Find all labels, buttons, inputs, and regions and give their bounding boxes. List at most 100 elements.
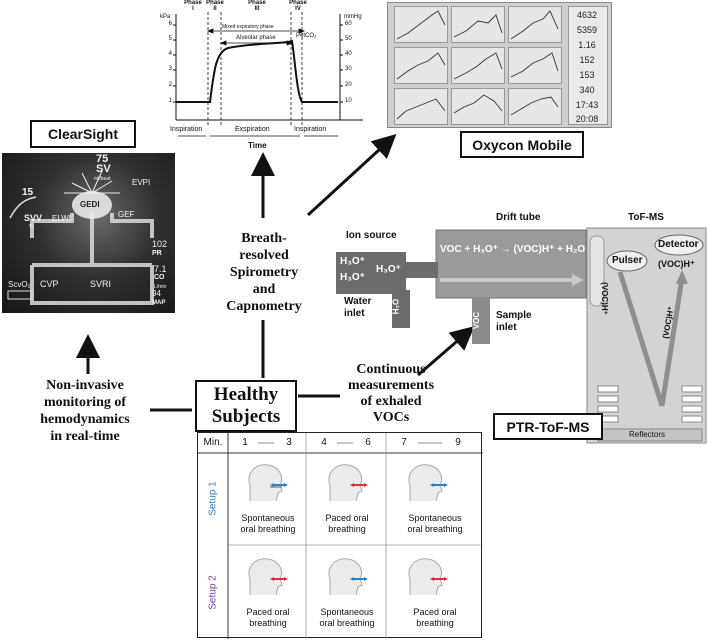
gef-label: GEF: [118, 210, 135, 219]
oxycon-value: 152: [579, 55, 595, 65]
minute-end: 3: [286, 437, 292, 448]
capnography-plot: Phase I Phase II Phase III Phase IV kPa …: [138, 0, 368, 150]
right-tick: 20: [345, 82, 352, 88]
co-value: 7.1: [154, 264, 167, 274]
oxycon-chart: [508, 88, 562, 125]
oxycon-chart: [394, 88, 448, 125]
svv-unit: %: [29, 224, 34, 230]
clearsight-monitor: 75 SV ml/beat EVPI GEDI 15 SVV % ELWI GE…: [2, 153, 175, 313]
oxycon-chart: [508, 47, 562, 84]
inspiration-label-1: Inspiration: [170, 126, 203, 133]
voch-right-label: (VOC)H⁺: [658, 259, 695, 269]
co-label: CO: [154, 274, 165, 281]
voc-inlet-label: VOC: [472, 311, 482, 330]
table-grid: [198, 433, 483, 639]
clearsight-title: ClearSight: [30, 120, 136, 148]
heart-vessels-graphic: [7, 170, 154, 305]
reaction-equation: VOC + H₃O⁺ → (VOC)H⁺ + H₂O: [440, 244, 586, 255]
pulser-label: Pulser: [612, 255, 643, 266]
left-tick: 6: [168, 21, 172, 27]
svri-label: SVRI: [90, 279, 112, 289]
evpi-label: EVPI: [132, 178, 151, 187]
head-profile-icon: [408, 464, 448, 502]
oxycon-chart: [508, 6, 562, 43]
head-profile-icon: [408, 558, 448, 596]
inspiration-label-2: Inspiration: [294, 126, 327, 133]
ptr-instrument: Ion source Drift tube ToF-MS H₃O⁺ H₃O⁺ H…: [336, 200, 708, 445]
oxycon-value: 340: [579, 85, 595, 95]
phase-label-2: Phase II: [206, 0, 224, 12]
setup-1-cell-3: Spontaneous oral breathing: [407, 513, 463, 534]
oxycon-value: 153: [579, 70, 595, 80]
oxycon-value: 1.16: [578, 40, 596, 50]
setup-2-cell-3: Paced oral breathing: [413, 607, 457, 628]
head-profile-icon: [248, 464, 288, 502]
left-tick-labels: 6 5 4 3 2 1: [162, 21, 172, 113]
left-tick: 4: [168, 51, 172, 57]
tof-ms-label: ToF-MS: [628, 212, 664, 223]
left-tick: 3: [168, 66, 172, 72]
oxycon-side-panel: 4632 5359 1.16 152 153 340 17:43 20:08: [568, 6, 608, 125]
setup-2-cell-1: Paced oral breathing: [246, 607, 290, 628]
left-tick: 2: [168, 82, 172, 88]
head-profile-icon: [328, 464, 368, 502]
oxycon-value: 20:08: [575, 114, 599, 124]
right-tick-labels: 60 50 40 30 20 10: [345, 21, 359, 113]
drift-tube-label: Drift tube: [496, 212, 541, 223]
scvo2-label: ScvO₂: [8, 280, 31, 289]
oxycon-screen: 4632 5359 1.16 152 153 340 17:43 20:08: [387, 2, 612, 128]
oxycon-title: Oxycon Mobile: [460, 131, 584, 158]
minute-end: 9: [455, 437, 461, 448]
phase-label-1: Phase I: [184, 0, 202, 12]
alveolar-label: Alveolar phase: [236, 35, 276, 41]
ptr-diagram: [336, 227, 707, 444]
cvp-label: CVP: [40, 279, 59, 289]
setup-2-label: Setup 2: [207, 575, 219, 610]
map-value: 94: [152, 289, 161, 298]
healthy-subjects-box: Healthy Subjects: [195, 380, 297, 432]
petco2-label: PetCO₂: [296, 33, 317, 39]
oxycon-chart: [451, 88, 505, 125]
h2o-label: H₂O: [391, 298, 401, 315]
left-tick: 1: [168, 98, 172, 104]
minute-start: 7: [401, 437, 407, 448]
sv-label: SV: [96, 163, 111, 175]
h3o-ion-1: H₃O⁺: [340, 256, 365, 267]
reflectors-label: Reflectors: [629, 430, 666, 439]
sv-unit: ml/beat: [94, 176, 111, 182]
h3o-ion-3: H₃O⁺: [376, 264, 401, 275]
oxycon-value: 5359: [576, 25, 598, 35]
detector-label: Detector: [658, 239, 699, 250]
elwi-label: ELWI: [52, 214, 71, 223]
ion-source-label: Ion source: [346, 230, 397, 241]
phase-label-4: Phase IV: [289, 0, 307, 12]
pr-value: 102: [152, 239, 168, 249]
setup-1-cell-1: Spontaneous oral breathing: [240, 513, 296, 534]
left-unit: kPa: [160, 14, 171, 20]
oxycon-chart: [451, 6, 505, 43]
mixed-expiratory-label: Mixed expiratory phase: [222, 24, 274, 30]
water-inlet-label: Water inlet: [344, 296, 372, 319]
continuous-measurements-label: Continuous measurements of exhaled VOCs: [347, 362, 435, 425]
oxycon-value: 4632: [576, 10, 598, 20]
setup-1-cell-2: Paced oral breathing: [325, 513, 369, 534]
h3o-ion-2: H₃O⁺: [340, 272, 365, 283]
left-tick: 5: [168, 36, 172, 42]
setup-1-label: Setup 1: [207, 481, 219, 516]
co-unit: L/min: [154, 284, 167, 290]
sv-value: 75: [96, 153, 109, 165]
min-header: Min.: [203, 437, 223, 448]
time-axis-label: Time: [248, 141, 267, 150]
svv-label: SVV: [24, 213, 43, 223]
oxycon-value: 17:43: [575, 100, 599, 110]
setup-2-cell-2: Spontaneous oral breathing: [319, 607, 375, 628]
oxycon-chart: [394, 47, 448, 84]
minute-start: 1: [242, 437, 248, 448]
head-profile-icon: [328, 558, 368, 596]
phase-label-3: Phase III: [248, 0, 266, 12]
svv-value: 15: [22, 187, 34, 198]
sample-inlet-label: Sample inlet: [496, 310, 532, 333]
ptr-tof-ms-title: PTR-ToF-MS: [493, 413, 603, 440]
right-tick: 10: [345, 98, 352, 104]
minute-dashes: [258, 442, 442, 444]
